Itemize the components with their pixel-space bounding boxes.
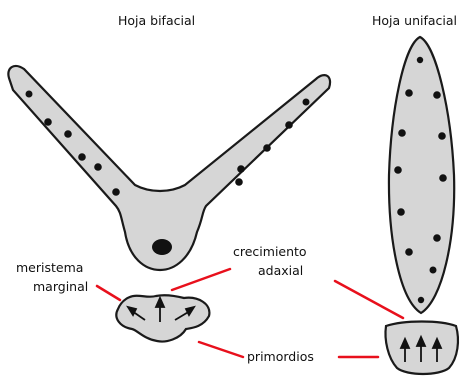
vascular-bundle-dot [285,121,293,129]
vascular-bundle-dot [438,132,446,140]
label-adaxial: adaxial [258,263,303,278]
vascular-bundle-dot [303,99,310,106]
bifacial-leaf-section [8,66,330,270]
vascular-bundle-dot [94,163,102,171]
vascular-bundle-dot [237,165,245,173]
vascular-bundle-dot [263,144,271,152]
label-meristema: meristema [16,260,83,275]
vascular-bundle-dot [417,57,423,63]
label-crecimiento: crecimiento [233,244,307,259]
vascular-bundle-dot [78,153,86,161]
pointer-crecimiento [172,269,230,290]
vascular-bundle-dot [430,267,437,274]
vascular-bundle-dot [394,166,402,174]
label-primordios: primordios [247,349,314,364]
pointer-primordios-bifacial [199,342,243,357]
vascular-bundle-dot [439,174,447,182]
bifacial-primordium [116,295,209,341]
central-vascular-bundle [152,239,172,255]
vascular-bundle-dot [26,91,33,98]
vascular-bundle-dot [44,118,52,126]
vascular-bundle-dot [398,129,406,137]
vascular-bundle-dot [64,130,72,138]
vascular-bundle-dot [418,297,424,303]
label-marginal: marginal [33,279,88,294]
vascular-bundle-dot [235,178,243,186]
vascular-bundle-dot [433,234,441,242]
vascular-bundle-dot [397,208,405,216]
vascular-bundle-dot [405,248,413,256]
vascular-bundle-dot [112,188,120,196]
vascular-bundle-dot [433,91,441,99]
title-bifacial: Hoja bifacial [118,13,195,28]
title-unifacial: Hoja unifacial [372,13,457,28]
pointer-meristema [97,286,120,300]
vascular-bundle-dot [405,89,413,97]
pointer-adaxial-unifacial [335,281,403,318]
